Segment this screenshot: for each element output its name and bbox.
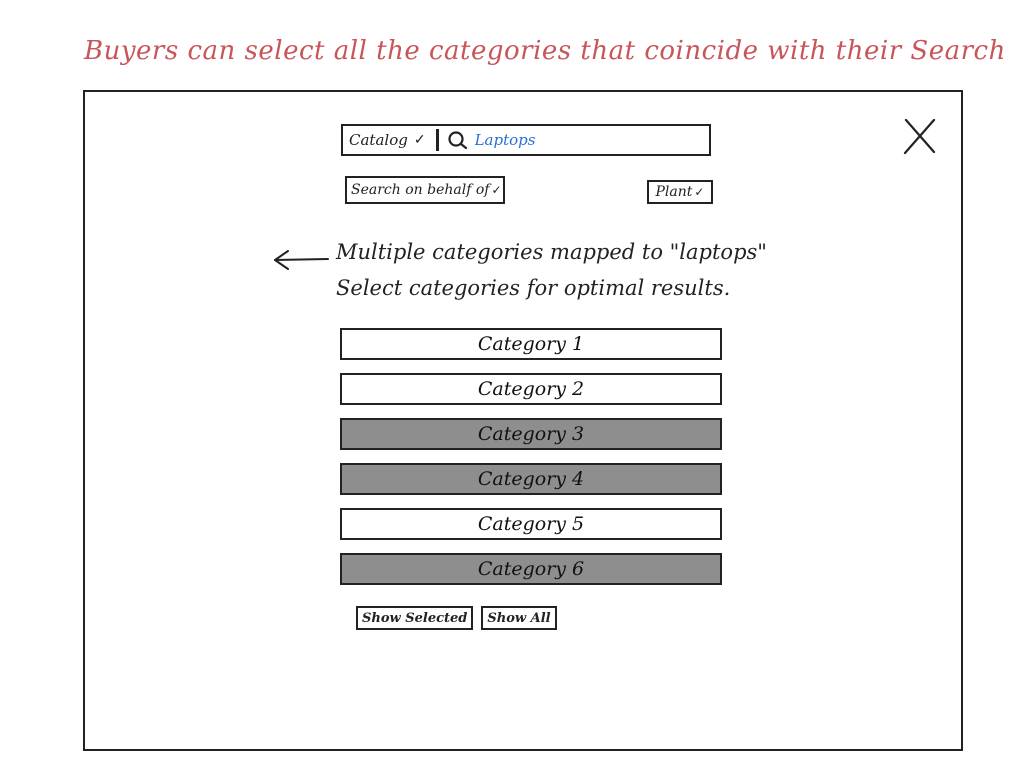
info-line-1: Multiple categories mapped to "laptops" xyxy=(336,240,767,264)
chevron-down-icon: ✓ xyxy=(694,185,705,199)
category-item-6[interactable]: Category 6 xyxy=(340,553,722,585)
category-label: Category 1 xyxy=(477,333,585,355)
search-on-behalf-label: Search on behalf of xyxy=(351,182,490,198)
annotation-caption: Buyers can select all the categories tha… xyxy=(84,36,1006,66)
catalog-dropdown[interactable]: Catalog ✓ xyxy=(343,126,432,154)
show-selected-button[interactable]: Show Selected xyxy=(356,606,474,630)
search-input[interactable] xyxy=(474,131,709,149)
chevron-down-icon: ✓ xyxy=(491,183,502,197)
category-item-3[interactable]: Category 3 xyxy=(340,418,722,450)
plant-label: Plant xyxy=(655,184,693,200)
category-label: Category 4 xyxy=(477,468,585,490)
back-arrow-icon xyxy=(274,250,329,270)
search-divider xyxy=(435,129,439,151)
category-item-4[interactable]: Category 4 xyxy=(340,463,722,495)
category-item-5[interactable]: Category 5 xyxy=(340,508,722,540)
back-arrow-button[interactable] xyxy=(272,248,330,272)
search-icon[interactable] xyxy=(447,129,469,151)
category-label: Category 6 xyxy=(477,558,585,580)
list-actions: Show Selected Show All xyxy=(356,606,557,630)
info-message: Multiple categories mapped to "laptops" … xyxy=(336,234,796,306)
close-icon xyxy=(903,118,936,155)
plant-dropdown[interactable]: Plant ✓ xyxy=(647,180,713,204)
info-line-2: Select categories for optimal results. xyxy=(336,276,731,300)
search-bar: Catalog ✓ xyxy=(341,124,711,156)
chevron-down-icon: ✓ xyxy=(413,132,426,148)
category-list: Category 1 Category 2 Category 3 Categor… xyxy=(340,328,722,598)
category-item-1[interactable]: Category 1 xyxy=(340,328,722,360)
search-on-behalf-dropdown[interactable]: Search on behalf of ✓ xyxy=(345,176,505,204)
category-label: Category 2 xyxy=(477,378,585,400)
category-item-2[interactable]: Category 2 xyxy=(340,373,722,405)
close-button[interactable] xyxy=(900,116,940,156)
category-label: Category 5 xyxy=(477,513,585,535)
show-all-button[interactable]: Show All xyxy=(481,606,557,630)
catalog-dropdown-label: Catalog xyxy=(349,131,408,149)
category-label: Category 3 xyxy=(477,423,585,445)
